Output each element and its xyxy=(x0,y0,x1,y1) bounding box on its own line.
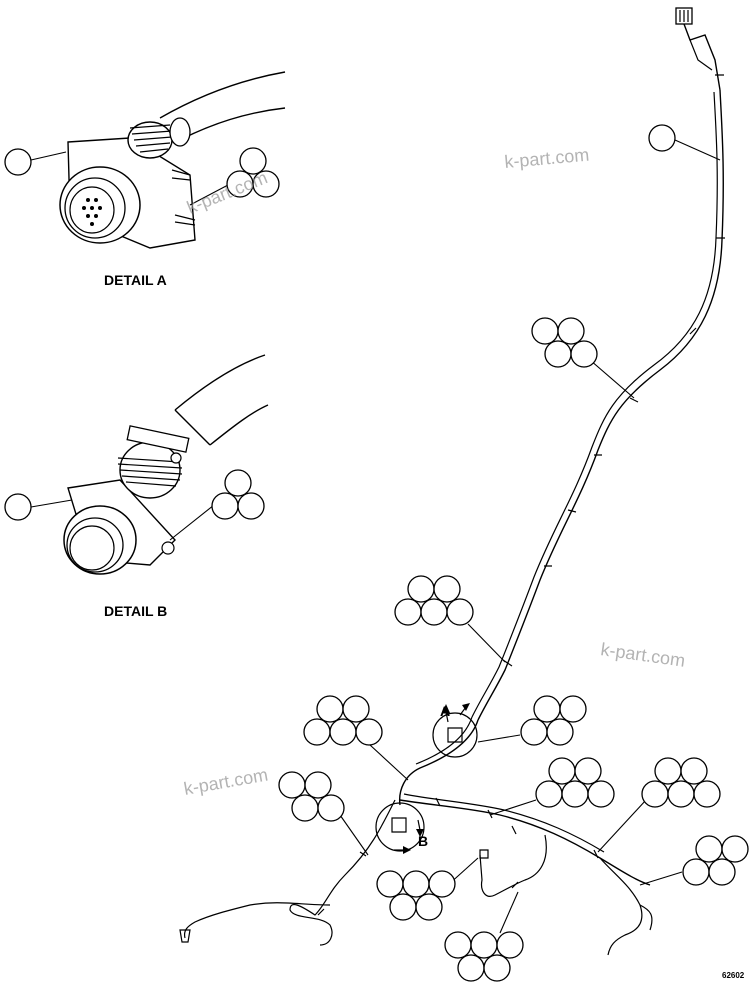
arrow-head xyxy=(416,829,424,837)
detail-b-label: DETAIL B xyxy=(104,603,167,619)
callout-bubble-group xyxy=(520,695,587,746)
callout-bubble-group xyxy=(226,147,280,198)
leader-line xyxy=(674,139,721,161)
leader-line xyxy=(499,891,519,934)
callout-bubble-group xyxy=(682,835,749,886)
callout-bubble-group xyxy=(394,575,474,626)
drawing-code: 62602 xyxy=(722,971,745,980)
main-harness xyxy=(179,7,725,956)
leader-line xyxy=(477,734,521,743)
detail-b-circle xyxy=(375,802,425,852)
leader-line xyxy=(30,499,73,508)
leader-line xyxy=(339,814,369,856)
leader-line xyxy=(467,623,506,663)
arrow xyxy=(445,711,449,723)
callout-bubble xyxy=(4,148,32,176)
callout-bubble-group xyxy=(211,469,265,520)
detail-a-circle xyxy=(432,712,478,758)
callout-b-letter: B xyxy=(418,833,428,849)
leader-line xyxy=(189,184,229,206)
leader-line xyxy=(369,744,409,781)
leader-line xyxy=(589,359,635,399)
leader-line xyxy=(597,799,647,853)
callout-bubble-group xyxy=(303,695,383,746)
detail-b-illustration xyxy=(63,354,269,575)
watermark: k-part.com xyxy=(182,764,269,798)
arrow xyxy=(417,819,421,831)
watermark: k-part.com xyxy=(599,639,686,671)
callout-bubble-group xyxy=(278,771,345,822)
leader-line xyxy=(30,151,67,161)
callout-bubble-group xyxy=(535,757,615,808)
callout-bubble xyxy=(648,124,676,152)
leader-line xyxy=(489,799,537,816)
callout-bubble-group xyxy=(531,317,598,368)
callout-bubble xyxy=(4,493,32,521)
arrow-head xyxy=(403,846,411,854)
callout-bubble-group xyxy=(444,931,524,982)
leader-line xyxy=(169,504,215,541)
watermark: k-part.com xyxy=(504,145,590,172)
leader-line xyxy=(639,871,683,886)
arrow-head xyxy=(462,703,470,711)
callout-a-letter: A xyxy=(440,703,450,719)
callout-bubble-group xyxy=(641,757,721,808)
detail-a-label: DETAIL A xyxy=(104,272,167,288)
arrow-head xyxy=(442,704,450,713)
detail-a-illustration xyxy=(59,71,286,249)
callout-bubble-group xyxy=(376,870,456,921)
